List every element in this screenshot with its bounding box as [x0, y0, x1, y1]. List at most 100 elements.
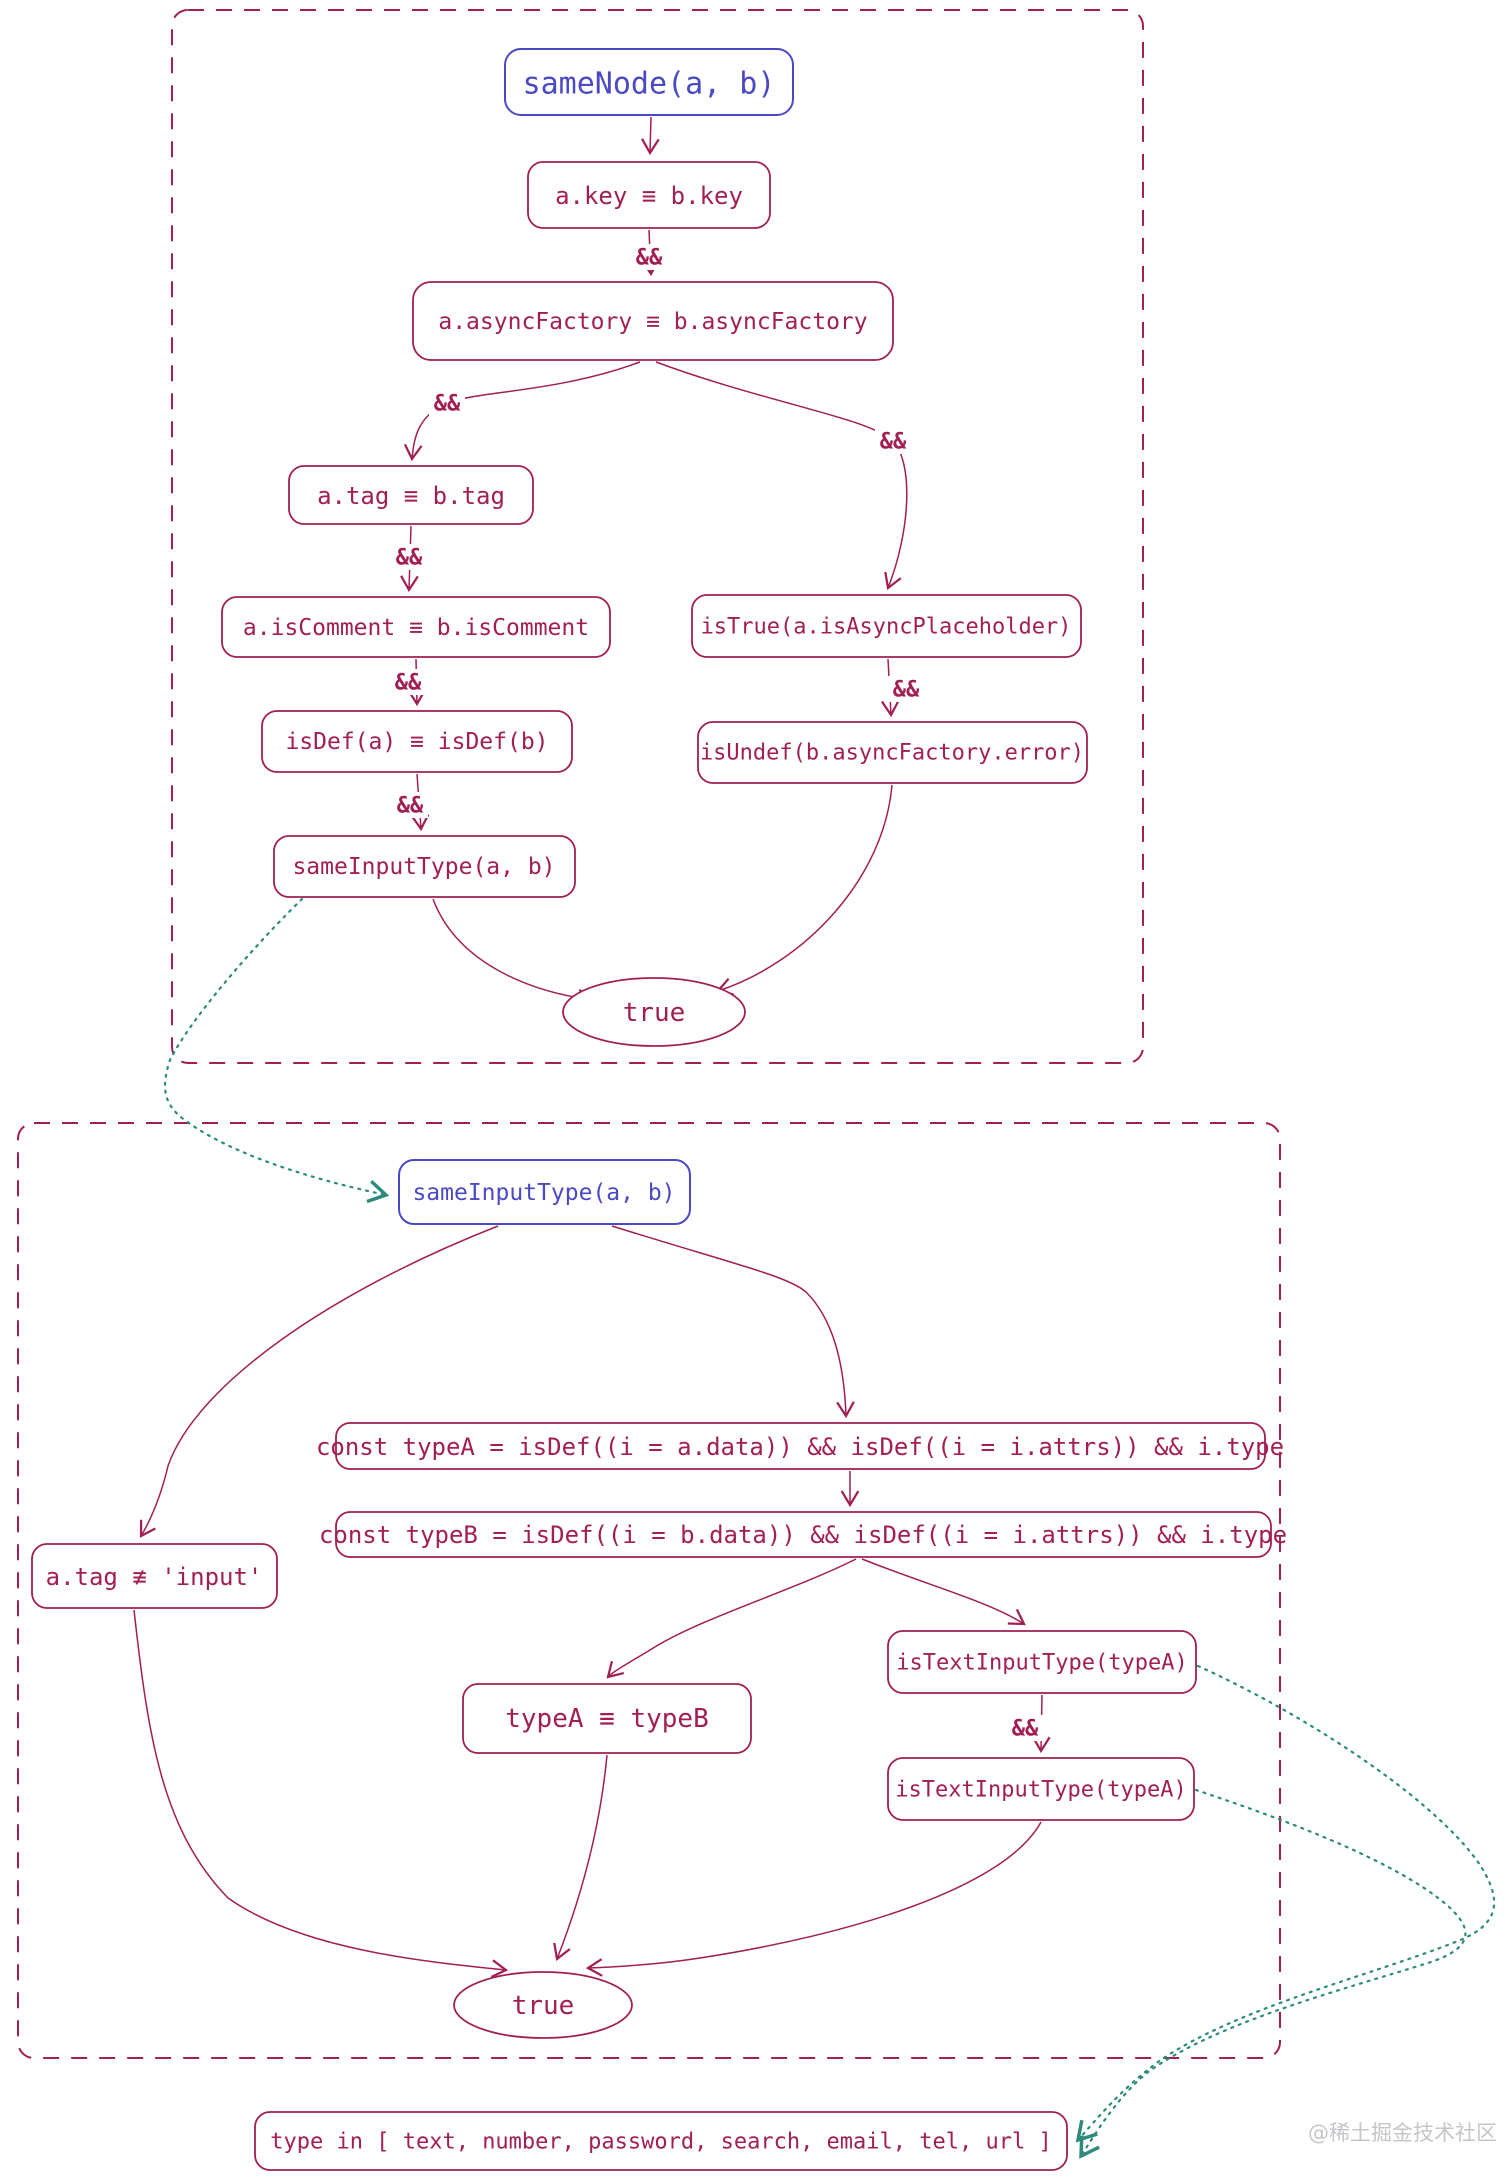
node-label: isDef(a) ≡ isDef(b)	[285, 729, 548, 755]
node-box	[335, 1422, 1266, 1470]
node-label: isTrue(a.isAsyncPlaceholder)	[701, 615, 1072, 640]
edge-consttypeb-istextinputtype1	[861, 1558, 1026, 1626]
edge-samenode-key	[641, 116, 660, 156]
node-sameinputtype-call: sameInputType(a, b)	[273, 835, 576, 898]
edge-consttypeb-typeeq	[606, 1558, 857, 1679]
node-istrue: isTrue(a.isAsyncPlaceholder)	[691, 594, 1082, 658]
edge-label-text: &&	[880, 430, 907, 455]
edge-label-amp: &&	[1007, 1715, 1043, 1742]
node-tag-eq: a.tag ≡ b.tag	[288, 465, 534, 525]
node-isundef: isUndef(b.asyncFactory.error)	[697, 721, 1088, 784]
node-box	[273, 835, 576, 898]
node-label: sameInputType(a, b)	[292, 854, 555, 880]
edge-label-text: &&	[397, 794, 424, 819]
node-label: true	[512, 1991, 575, 2021]
node-true-result: true	[562, 977, 746, 1047]
edge-label-bg	[631, 244, 667, 270]
node-box	[288, 465, 534, 525]
node-box	[261, 710, 573, 773]
node-ellipse	[453, 1971, 633, 2039]
node-label: isTextInputType(typeA)	[895, 1778, 1186, 1803]
edge-label-bg	[392, 792, 428, 818]
node-label: isTextInputType(typeA)	[896, 1651, 1187, 1676]
node-label: const typeB = isDef((i = b.data)) && isD…	[319, 1521, 1287, 1549]
node-label: typeA ≡ typeB	[505, 1704, 709, 1734]
edge-label-bg	[888, 676, 924, 702]
node-label: true	[623, 998, 686, 1028]
node-istextinputtype-1: isTextInputType(typeA)	[887, 1630, 1197, 1694]
edge-label-amp: &&	[888, 676, 924, 703]
edge-label-bg	[390, 669, 426, 695]
node-label: a.asyncFactory ≡ b.asyncFactory	[438, 309, 867, 335]
edge-label-bg	[391, 544, 427, 570]
edge-label-bg	[429, 390, 465, 416]
edge-label-amp: &&	[391, 544, 427, 571]
edge-taginput-true	[133, 1609, 509, 1978]
node-asyncfactory-eq: a.asyncFactory ≡ b.asyncFactory	[412, 281, 894, 361]
node-label: const typeA = isDef((i = a.data)) && isD…	[316, 1433, 1284, 1461]
node-iscomment-eq: a.isComment ≡ b.isComment	[221, 596, 611, 658]
node-samenode: sameNode(a, b)	[504, 48, 794, 116]
edge-label-bg	[1007, 1715, 1043, 1741]
node-box	[221, 596, 611, 658]
node-label: a.tag ≢ 'input'	[46, 1563, 263, 1591]
edge-label-amp: &&	[392, 792, 428, 819]
node-key-eq: a.key ≡ b.key	[527, 161, 771, 229]
node-label: type in [ text, number, password, search…	[270, 2130, 1051, 2155]
node-box	[335, 1511, 1272, 1558]
node-true-result-2: true	[453, 1971, 633, 2039]
edge-istextinputtype1-typelist	[1075, 1664, 1496, 2143]
edge-label-amp: &&	[429, 390, 465, 417]
node-tag-not-input: a.tag ≢ 'input'	[31, 1543, 278, 1609]
reference-edges	[163, 897, 1496, 2159]
node-box	[887, 1630, 1197, 1694]
node-istextinputtype-2: isTextInputType(typeA)	[887, 1757, 1195, 1821]
box2-nodes: sameInputType(a, b) const typeA = isDef(…	[31, 1159, 1287, 2039]
edge-sameinputtype-reference	[163, 897, 390, 1204]
edge-sameinputtype-true	[432, 898, 595, 1008]
node-box	[398, 1159, 691, 1225]
edge-label-amp: &&	[875, 428, 911, 455]
node-box	[691, 594, 1082, 658]
node-const-typea: const typeA = isDef((i = a.data)) && isD…	[316, 1422, 1284, 1470]
node-label: sameInputType(a, b)	[412, 1180, 675, 1206]
node-sameinputtype-title: sameInputType(a, b)	[398, 1159, 691, 1225]
node-ellipse	[562, 977, 746, 1047]
node-box	[527, 161, 771, 229]
edge-typeeq-true	[553, 1754, 608, 1962]
node-box	[887, 1757, 1195, 1821]
edge-asyncfactory-istrue	[655, 361, 908, 591]
edge-sameinputtype-taginput	[139, 1225, 499, 1538]
node-typea-eq-typeb: typeA ≡ typeB	[462, 1683, 752, 1754]
node-box	[462, 1683, 752, 1754]
edge-label-text: &&	[395, 671, 422, 696]
node-label: a.tag ≡ b.tag	[317, 482, 505, 510]
watermark: @稀土掘金技术社区	[1308, 2121, 1497, 2145]
edge-label-amp: &&	[390, 669, 426, 696]
edge-sameinputtype-consttypea	[611, 1225, 855, 1419]
edge-label-amp: &&	[631, 244, 667, 271]
edge-labels: && && && && && && && &&	[390, 244, 1043, 1742]
node-box	[412, 281, 894, 361]
node-label: isUndef(b.asyncFactory.error)	[700, 741, 1084, 766]
edge-label-text: &&	[434, 392, 461, 417]
node-label: sameNode(a, b)	[523, 67, 776, 102]
node-label: a.isComment ≡ b.isComment	[243, 615, 589, 641]
node-isdef-eq: isDef(a) ≡ isDef(b)	[261, 710, 573, 773]
node-label: a.key ≡ b.key	[555, 182, 743, 210]
node-const-typeb: const typeB = isDef((i = b.data)) && isD…	[319, 1511, 1287, 1558]
node-box	[504, 48, 794, 116]
edge-label-text: &&	[636, 246, 663, 271]
node-box	[31, 1543, 278, 1609]
subgraph-samenode-border	[171, 9, 1144, 1064]
edge-isundef-true	[715, 784, 893, 996]
node-box	[254, 2111, 1068, 2171]
node-type-list: type in [ text, number, password, search…	[254, 2111, 1068, 2171]
box1-nodes: sameNode(a, b) a.key ≡ b.key a.asyncFact…	[221, 48, 1088, 1047]
edge-label-text: &&	[1012, 1717, 1039, 1742]
node-box	[697, 721, 1088, 784]
edge-label-bg	[875, 428, 911, 454]
edge-label-text: &&	[396, 546, 423, 571]
